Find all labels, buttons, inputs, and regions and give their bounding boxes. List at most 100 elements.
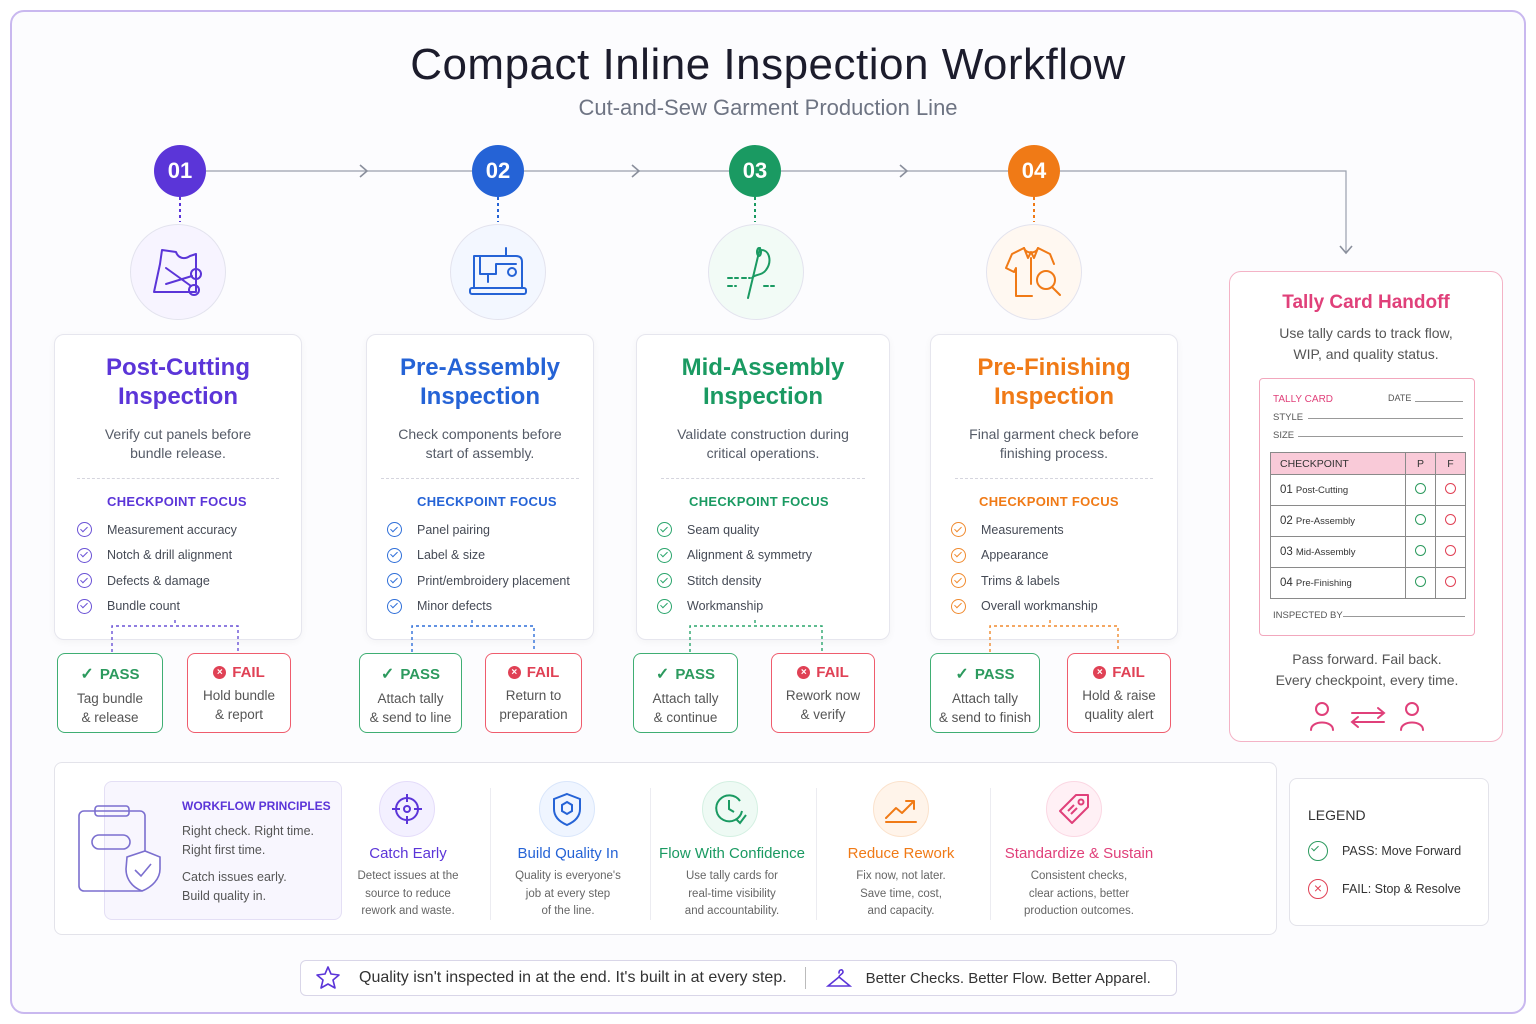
hanger-icon (825, 969, 852, 987)
flow-connector (179, 164, 1353, 255)
handoff-icon (1310, 702, 1424, 731)
checkpoint-focus-label: CHECKPOINT FOCUS (107, 494, 247, 509)
x-circle-icon: × (213, 666, 227, 679)
fail-circle-icon[interactable] (1445, 483, 1456, 494)
stage-badge-03: 03 (729, 145, 781, 197)
x-circle-icon: × (1093, 666, 1107, 679)
legend-title: LEGEND (1308, 807, 1366, 823)
checkmark-icon: ✓ (655, 666, 670, 683)
legend-fail: ×FAIL: Stop & Resolve (1308, 879, 1488, 899)
check-item: Panel pairing (387, 517, 593, 543)
shirt-magnifier-icon (986, 224, 1082, 320)
clock-check-icon (702, 781, 758, 837)
tally-row: 04 Pre-Finishing (1270, 567, 1466, 599)
fail-circle-icon[interactable] (1445, 545, 1456, 556)
check-item: Overall workmanship (951, 594, 1177, 620)
clipboard-shield-icon (78, 805, 161, 892)
principles-text: Right check. Right time.Right first time… (182, 824, 314, 903)
check-item: Measurements (951, 517, 1177, 543)
pass-circle-icon[interactable] (1415, 483, 1426, 494)
check-item: Workmanship (657, 594, 889, 620)
pass-circle-icon[interactable] (1415, 545, 1426, 556)
style-label: STYLE (1273, 412, 1304, 423)
tally-footnote: Pass forward. Fail back.Every checkpoint… (1275, 651, 1459, 688)
check-item: Seam quality (657, 517, 889, 543)
check-circle-icon (77, 522, 92, 538)
sewing-machine-icon (450, 224, 546, 320)
tally-desc: Use tally cards to track flow,WIP, and q… (1279, 325, 1453, 362)
pass-fail-connectors (111, 620, 1119, 652)
pass-check-icon (1308, 841, 1328, 861)
checklist: Measurement accuracy Notch & drill align… (77, 517, 301, 619)
col-p: P (1405, 452, 1436, 475)
needle-thread-icon (708, 224, 804, 320)
principle-desc: Fix now, not later.Save time, cost,and c… (856, 870, 946, 917)
checkpoint-focus-label: CHECKPOINT FOCUS (417, 494, 557, 509)
check-item: Label & size (387, 543, 593, 569)
footer-tagline: Better Checks. Better Flow. Better Appar… (865, 969, 1151, 987)
footer-quote: Quality isn't inspected in at the end. I… (359, 969, 787, 986)
check-circle-icon (77, 573, 92, 589)
checklist: Seam quality Alignment & symmetry Stitch… (657, 517, 889, 619)
shield-icon (539, 781, 595, 837)
principle-title: Flow With Confidence (659, 845, 805, 862)
checkpoint-focus-label: CHECKPOINT FOCUS (979, 494, 1119, 509)
stage-badge-02: 02 (472, 145, 524, 197)
tally-row: 02 Pre-Assembly (1270, 505, 1466, 537)
tally-card-label: TALLY CARD (1273, 394, 1334, 405)
arrow-icon (899, 164, 909, 178)
check-circle-icon (657, 547, 672, 563)
checkmark-icon: ✓ (380, 666, 395, 683)
check-item: Stitch density (657, 568, 889, 594)
stage-badge-04: 04 (1008, 145, 1060, 197)
size-label: SIZE (1273, 430, 1295, 441)
check-item: Bundle count (77, 594, 301, 620)
fail-circle-icon[interactable] (1445, 576, 1456, 587)
check-circle-icon (387, 547, 402, 563)
tag-icon (1046, 781, 1102, 837)
check-circle-icon (77, 547, 92, 563)
principle-title: Standardize & Sustain (1004, 845, 1154, 862)
check-item: Minor defects (387, 594, 593, 620)
inspected-by-label: INSPECTED BY (1273, 610, 1343, 621)
check-circle-icon (657, 522, 672, 538)
principle-title: Reduce Rework (847, 845, 955, 862)
legend-pass: PASS: Move Forward (1308, 841, 1488, 861)
col-checkpoint: CHECKPOINT (1270, 452, 1406, 475)
check-circle-icon (657, 598, 672, 614)
check-circle-icon (387, 522, 402, 538)
check-item: Measurement accuracy (77, 517, 301, 543)
check-item: Appearance (951, 543, 1177, 569)
workflow-principles-card (104, 781, 342, 920)
x-circle-icon: × (797, 666, 811, 679)
fail-x-icon: × (1308, 879, 1328, 899)
x-circle-icon: × (507, 666, 521, 679)
check-item: Print/embroidery placement (387, 568, 593, 594)
tally-card-panel: Tally Card Handoff Use tally cards to tr… (1229, 271, 1503, 742)
arrow-icon (359, 164, 369, 178)
pass-circle-icon[interactable] (1415, 514, 1426, 525)
principles-heading: WORKFLOW PRINCIPLES (182, 799, 331, 813)
fail-circle-icon[interactable] (1445, 514, 1456, 525)
tally-row: 03 Mid-Assembly (1270, 536, 1466, 568)
check-circle-icon (951, 547, 966, 563)
legend: LEGEND PASS: Move Forward ×FAIL: Stop & … (1289, 778, 1489, 926)
check-circle-icon (387, 598, 402, 614)
tally-title: Tally Card Handoff (1282, 292, 1450, 313)
check-circle-icon (951, 573, 966, 589)
pass-circle-icon[interactable] (1415, 576, 1426, 587)
trend-up-icon (873, 781, 929, 837)
